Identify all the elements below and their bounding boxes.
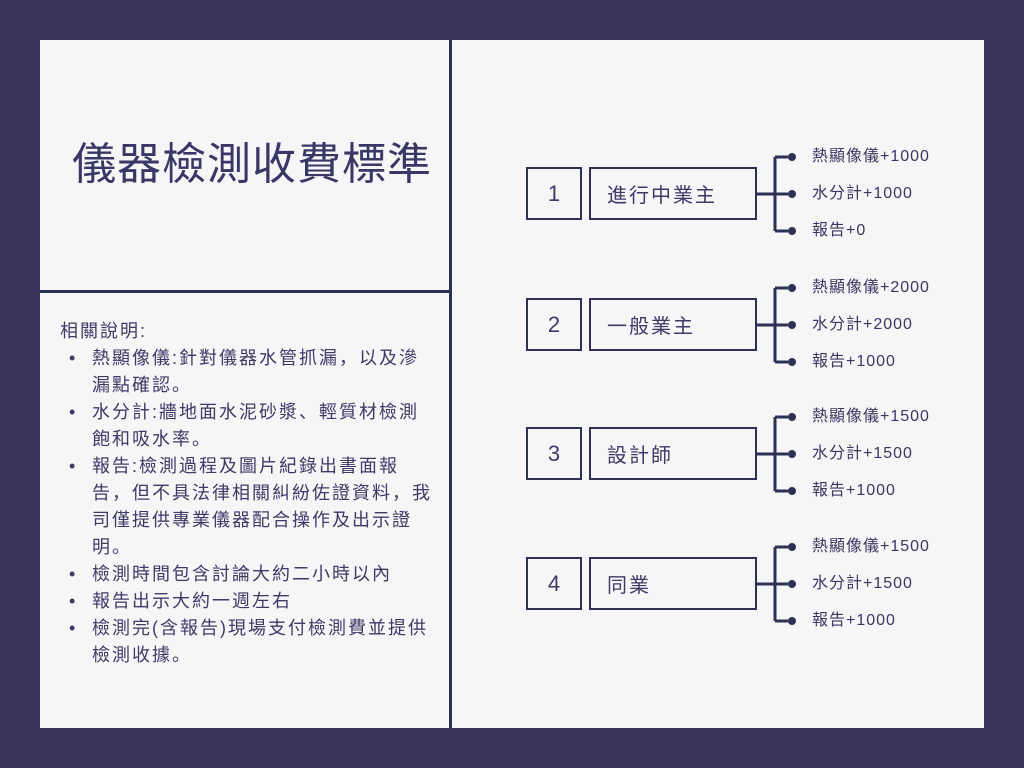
- branch-label: 熱顯像儀+1000: [812, 148, 930, 165]
- branch-label: 水分計+2000: [812, 316, 913, 333]
- branch-label: 水分計+1500: [812, 445, 913, 462]
- notes-section: 相關說明: 熱顯像儀:針對儀器水管抓漏，以及滲漏點確認。 水分計:牆地面水泥砂漿…: [60, 318, 436, 669]
- row-number-box: 4: [526, 557, 582, 610]
- notes-list: 熱顯像儀:針對儀器水管抓漏，以及滲漏點確認。 水分計:牆地面水泥砂漿、輕質材檢測…: [60, 345, 436, 669]
- vertical-divider: [449, 40, 452, 728]
- pricing-row: 4 同業 熱顯像儀+1500 水分計+1500 報告+1000: [526, 536, 951, 632]
- note-item: 檢測完(含報告)現場支付檢測費並提供檢測收據。: [60, 615, 436, 669]
- branch-label: 報告+1000: [812, 482, 896, 499]
- row-number-box: 3: [526, 427, 582, 480]
- row-label-box: 同業: [589, 557, 757, 610]
- note-item: 水分計:牆地面水泥砂漿、輕質材檢測飽和吸水率。: [60, 399, 436, 453]
- notes-heading: 相關說明:: [60, 321, 148, 341]
- pricing-row: 2 一般業主 熱顯像儀+2000 水分計+2000 報告+1000: [526, 277, 951, 373]
- horizontal-divider: [40, 290, 452, 293]
- branch-label: 熱顯像儀+1500: [812, 408, 930, 425]
- branch-label: 水分計+1000: [812, 185, 913, 202]
- row-label-box: 設計師: [589, 427, 757, 480]
- pricing-row: 3 設計師 熱顯像儀+1500 水分計+1500 報告+1000: [526, 406, 951, 502]
- page-title: 儀器檢測收費標準: [72, 140, 432, 189]
- branch-connector: [757, 413, 796, 495]
- note-item: 報告出示大約一週左右: [60, 588, 436, 615]
- branch-connector: [757, 153, 796, 235]
- branch-label: 報告+0: [812, 222, 867, 239]
- branch-label: 熱顯像儀+2000: [812, 279, 930, 296]
- row-number-box: 1: [526, 167, 582, 220]
- row-number-box: 2: [526, 298, 582, 351]
- row-label-box: 進行中業主: [589, 167, 757, 220]
- pricing-row: 1 進行中業主 熱顯像儀+1000 水分計+1000 報告+0: [526, 146, 951, 242]
- branch-label: 報告+1000: [812, 353, 896, 370]
- note-item: 報告:檢測過程及圖片紀錄出書面報告，但不具法律相關糾紛佐證資料，我司僅提供專業儀…: [60, 453, 436, 561]
- note-item: 檢測時間包含討論大約二小時以內: [60, 561, 436, 588]
- branch-label: 報告+1000: [812, 612, 896, 629]
- branch-connector: [757, 543, 796, 625]
- note-item: 熱顯像儀:針對儀器水管抓漏，以及滲漏點確認。: [60, 345, 436, 399]
- row-label-box: 一般業主: [589, 298, 757, 351]
- branch-connector: [757, 284, 796, 366]
- branch-label: 水分計+1500: [812, 575, 913, 592]
- branch-label: 熱顯像儀+1500: [812, 538, 930, 555]
